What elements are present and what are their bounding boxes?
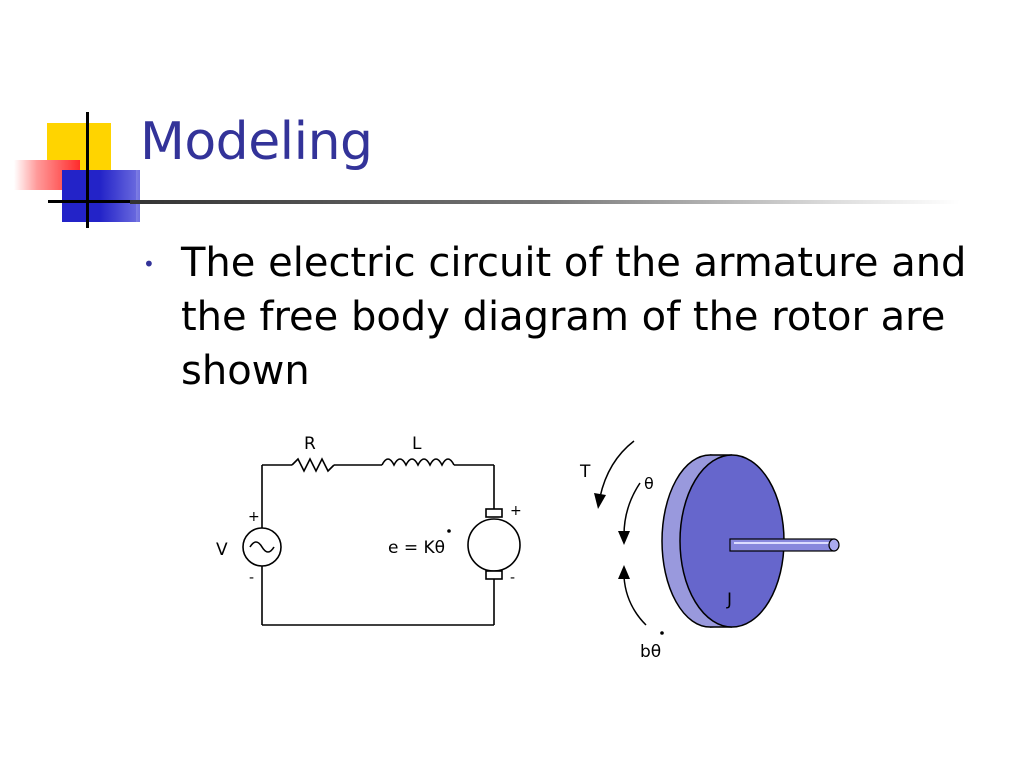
- inductor-label: L: [412, 434, 422, 454]
- motor-brush-bottom: [485, 570, 503, 580]
- motor-symbol: [467, 518, 521, 572]
- slide-logo: [0, 0, 160, 240]
- logo-blue-fade: [100, 170, 140, 222]
- damping-arrow: [623, 576, 647, 626]
- rotor-shaft: [729, 538, 835, 552]
- logo-vertical-line: [86, 112, 89, 228]
- resistor-label: R: [304, 434, 316, 454]
- emf-equation: e = Kθ: [388, 538, 445, 558]
- source-label: V: [216, 540, 228, 560]
- ac-wave-icon: [249, 541, 275, 553]
- title-underline: [130, 200, 960, 204]
- motor-diagram: R L V + - e = Kθ + -: [200, 425, 860, 675]
- torque-arrow-head: [594, 493, 606, 509]
- resistor-symbol: [291, 457, 335, 473]
- armature-circuit: [242, 457, 521, 626]
- damping-derivative-dot: [660, 631, 664, 635]
- torque-label: T: [579, 462, 591, 482]
- angle-label: θ: [644, 474, 654, 493]
- angle-arrow-head: [618, 531, 630, 545]
- torque-arrow: [599, 440, 635, 498]
- motor-plus-label: +: [510, 503, 522, 519]
- motor-minus-label: -: [510, 570, 515, 586]
- damping-label: bθ: [640, 642, 661, 662]
- motor-brush-top: [485, 508, 503, 518]
- angle-arrow: [623, 482, 641, 536]
- motor-diagram-svg: R L V + - e = Kθ + -: [216, 434, 840, 662]
- slide-title: Modeling: [140, 112, 373, 172]
- bullet-text: The electric circuit of the armature and…: [181, 240, 967, 394]
- logo-horizontal-line: [48, 200, 140, 203]
- damping-arrow-head: [618, 565, 630, 579]
- inductor-symbol: [381, 458, 455, 467]
- source-plus-label: +: [248, 509, 260, 525]
- shaft-end: [828, 538, 840, 552]
- rotor-free-body: [594, 440, 840, 628]
- inertia-label: J: [726, 590, 732, 610]
- source-minus-label: -: [249, 570, 254, 586]
- bullet-marker: •: [143, 252, 155, 276]
- emf-derivative-dot: [447, 529, 451, 533]
